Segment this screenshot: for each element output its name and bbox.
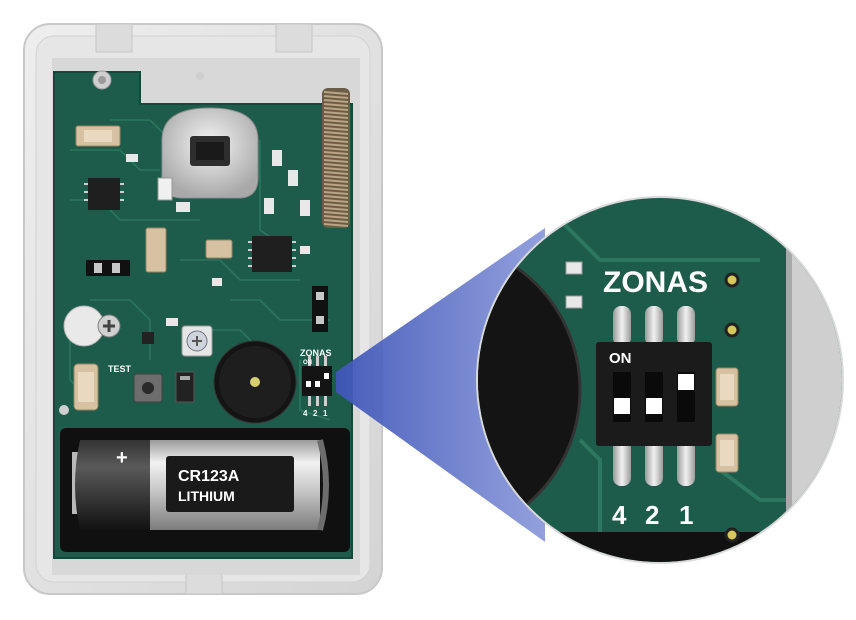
dip-number-4: 4 xyxy=(612,500,627,530)
dip-number-1: 1 xyxy=(679,500,693,530)
on-label: ON xyxy=(609,350,632,367)
ic-chips xyxy=(84,178,296,272)
buzzer xyxy=(213,340,297,424)
battery-model: CR123A xyxy=(178,468,240,485)
pir-sensor xyxy=(161,107,259,199)
board-dip-number: 1 xyxy=(323,409,328,418)
dip-switch-4-toggle[interactable] xyxy=(614,398,630,414)
board-zonas-label: ZONAS xyxy=(300,348,332,358)
dip-switch-pins xyxy=(613,306,695,486)
dip-switch-2-toggle[interactable] xyxy=(646,398,662,414)
dip-switch-1-toggle[interactable] xyxy=(678,374,694,390)
test-label: TEST xyxy=(108,364,132,374)
battery-chemistry: LITHIUM xyxy=(178,488,235,504)
zonas-label: ZONAS xyxy=(603,266,708,299)
board-dip-number: 2 xyxy=(313,409,318,418)
board-on-label: ON xyxy=(303,360,312,366)
battery-plus-sign: + xyxy=(116,447,128,469)
board-dip-number: 4 xyxy=(303,409,308,418)
dip-number-2: 2 xyxy=(645,500,659,530)
board-dip-switch xyxy=(302,356,332,406)
antenna-coil xyxy=(322,88,350,228)
smd-components xyxy=(73,125,328,411)
battery xyxy=(60,428,350,552)
